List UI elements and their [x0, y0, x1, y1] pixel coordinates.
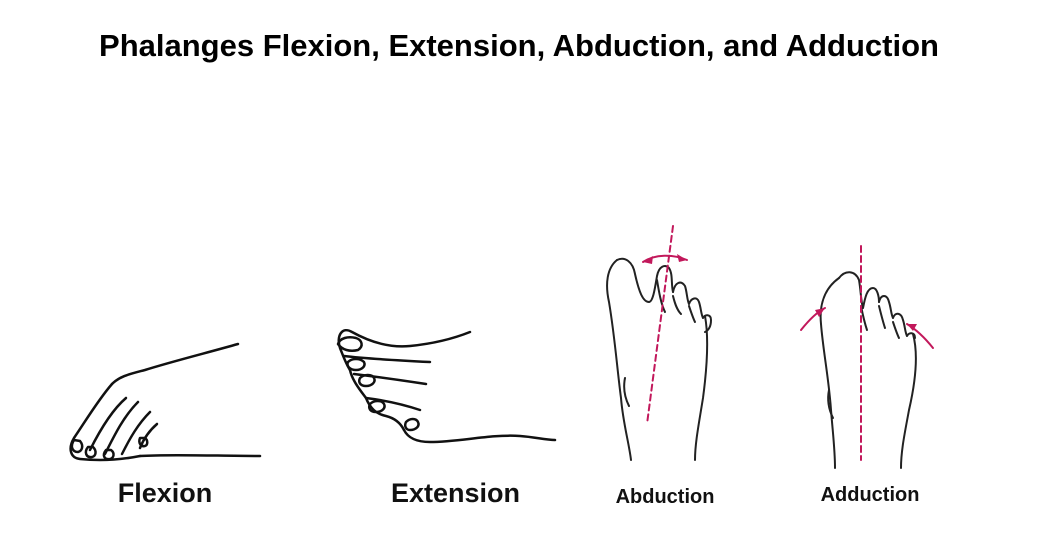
- adduction-label: Adduction: [820, 484, 920, 506]
- flexion-label: Flexion: [117, 478, 213, 508]
- foot-extension-icon: [336, 329, 557, 444]
- extension-label: Extension: [390, 478, 521, 508]
- foot-abduction-icon: [606, 225, 712, 461]
- diagram-title: Phalanges Flexion, Extension, Abduction,…: [99, 28, 939, 63]
- abduction-label: Abduction: [615, 486, 715, 508]
- foot-flexion-icon: [69, 342, 262, 462]
- foot-adduction-icon: [800, 245, 934, 469]
